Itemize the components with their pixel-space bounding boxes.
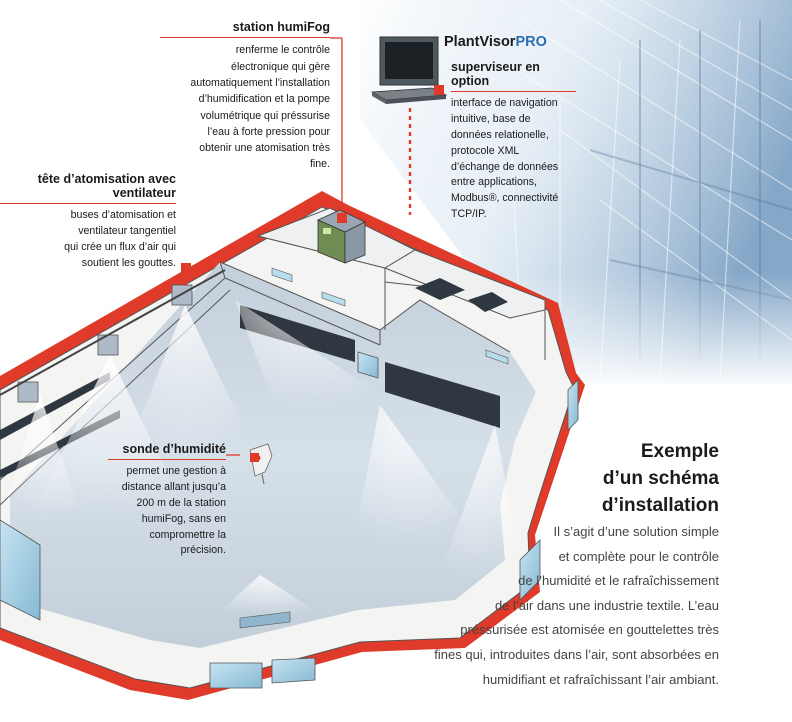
callout-humifog-text: renferme le contrôle électronique qui gè… xyxy=(190,44,330,171)
monitor-icon xyxy=(370,36,448,104)
humidity-sensor-icon xyxy=(249,443,273,485)
callout-sonde-underline xyxy=(108,459,226,461)
callout-humifog-title: station humiFog xyxy=(232,20,330,34)
callout-tete-underline xyxy=(0,203,176,205)
callout-supervisor-text: interface de navigation intuitive, base … xyxy=(451,97,559,220)
callout-sonde-title: sonde d’humidité xyxy=(122,442,226,456)
mist-cones xyxy=(0,300,520,620)
plantvisor-brand: PlantVisorPRO xyxy=(444,34,547,50)
building-plan xyxy=(0,191,585,700)
callout-supervisor-underline xyxy=(451,91,576,93)
callout-humidity-sensor: sonde d’humidité permet une gestion à di… xyxy=(108,442,226,559)
description-paragraph: Il s’agit d’une solution simple et compl… xyxy=(434,524,719,687)
callout-tete-title: tête d’atomisation avec ventilateur xyxy=(37,172,176,200)
background-factory-photo xyxy=(360,0,792,390)
callout-tete-text: buses d’atomisation et ventilateur tange… xyxy=(64,209,176,269)
page-heading: Exemple d’un schéma d’installation xyxy=(601,441,719,516)
callout-supervisor-title: superviseur en option xyxy=(451,60,540,88)
windows xyxy=(0,267,579,689)
callout-supervisor: superviseur en option interface de navig… xyxy=(451,60,576,223)
callout-atomizer-head: tête d’atomisation avec ventilateur buse… xyxy=(0,172,176,272)
callout-leaders xyxy=(181,37,444,462)
callout-humifog-underline xyxy=(160,37,330,39)
callout-sonde-text: permet une gestion à distance allant jus… xyxy=(121,465,226,557)
atomizer-head-icon xyxy=(0,269,226,403)
control-cabinet-icon xyxy=(317,209,366,264)
callout-station-humifog: station humiFog renferme le contrôle éle… xyxy=(160,20,330,173)
